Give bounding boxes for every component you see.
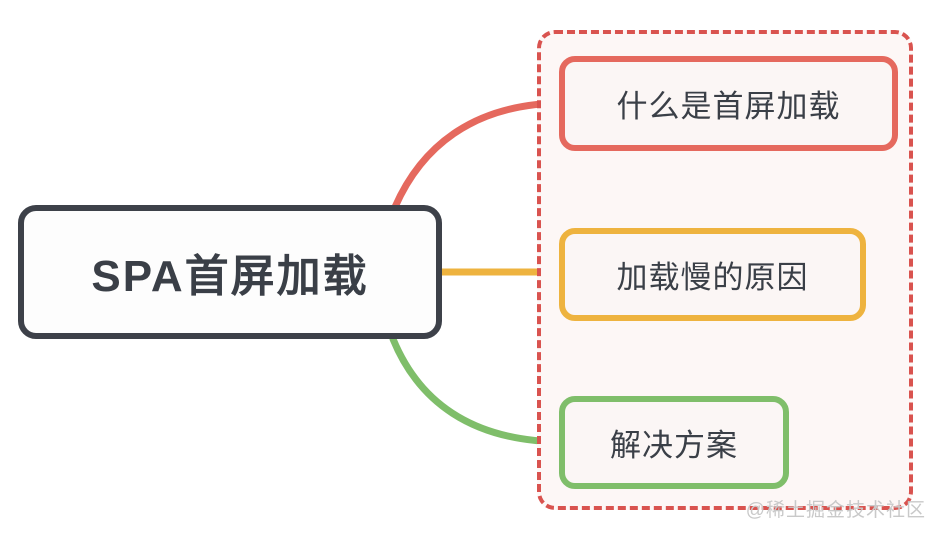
watermark-label: @稀土掘金技术社区	[745, 500, 926, 521]
mindmap-child-node-1[interactable]: 什么是首屏加载	[559, 56, 898, 151]
connector-to-child-3	[389, 335, 569, 446]
mindmap-root-node[interactable]: SPA首屏加载	[18, 205, 442, 339]
mindmap-child-node-3[interactable]: 解决方案	[559, 396, 789, 489]
connector-to-child-1	[391, 99, 569, 211]
mindmap-child-node-2[interactable]: 加载慢的原因	[559, 228, 866, 321]
